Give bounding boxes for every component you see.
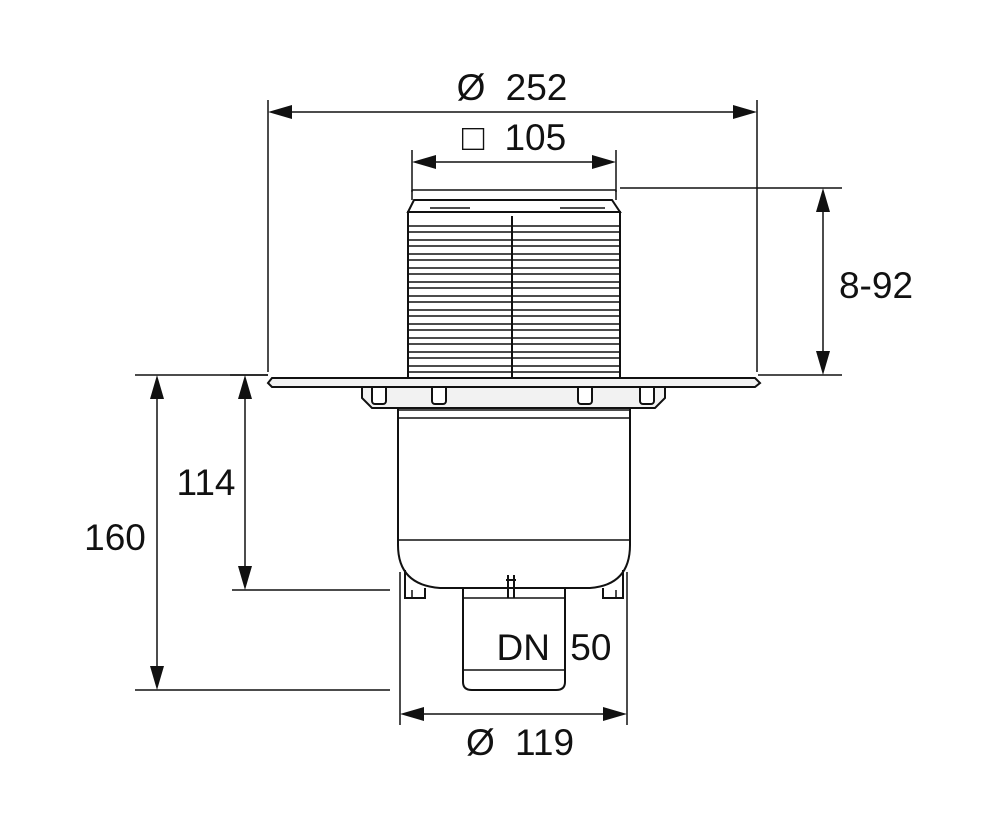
flange-plate [266, 377, 762, 388]
drain-pot [397, 407, 631, 589]
svg-text:□ 105: □ 105 [462, 117, 566, 158]
dimension-body-height: 114 [177, 374, 390, 591]
dimension-flange-diameter: Ø 252 [267, 67, 758, 372]
svg-text:Ø 119: Ø 119 [466, 722, 574, 763]
outlet-pipe [462, 587, 566, 691]
diameter-symbol-252: Ø [457, 67, 486, 108]
svg-text:Ø 252: Ø 252 [457, 67, 568, 108]
grate-square-value: 105 [504, 117, 566, 158]
outlet-label: DN 50 [497, 627, 612, 668]
grate-top [406, 199, 622, 213]
dimension-height-adjust: 8-92 [620, 187, 913, 376]
dimension-body-diameter: Ø 119 [399, 572, 628, 763]
total-height-value: 160 [84, 517, 146, 558]
height-adjust-value: 8-92 [839, 265, 913, 306]
dimension-total-height: 160 [84, 374, 390, 691]
body-diameter-value: 119 [515, 722, 574, 763]
drain-body [266, 189, 762, 691]
dimension-grate-square: □ 105 [411, 117, 617, 192]
outlet-dn: DN [497, 627, 550, 668]
body-height-value: 114 [177, 462, 236, 503]
flange-diameter-value: 252 [506, 67, 568, 108]
outlet-size: 50 [570, 627, 611, 668]
square-symbol-105: □ [462, 117, 485, 158]
flange-collar [361, 384, 666, 409]
sleeve-ribs [408, 225, 620, 373]
retaining-clip [506, 575, 516, 598]
diameter-symbol-119: Ø [466, 722, 495, 763]
height-adjust-sleeve [407, 211, 621, 379]
